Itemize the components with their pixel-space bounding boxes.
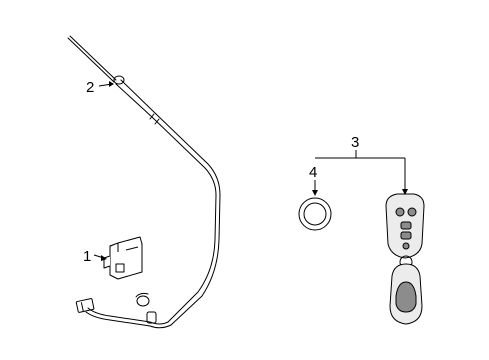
callout-1: 1 xyxy=(83,248,91,265)
key-fob-transmitter xyxy=(385,193,425,325)
receiver-module xyxy=(103,236,143,280)
callout-2: 2 xyxy=(86,79,94,96)
leader-lines xyxy=(93,83,406,259)
callout-3: 3 xyxy=(351,134,359,151)
antenna-assembly xyxy=(67,35,221,329)
callout-4: 4 xyxy=(309,164,317,181)
coin-battery xyxy=(298,197,332,231)
leader-arrowheads xyxy=(101,81,408,261)
